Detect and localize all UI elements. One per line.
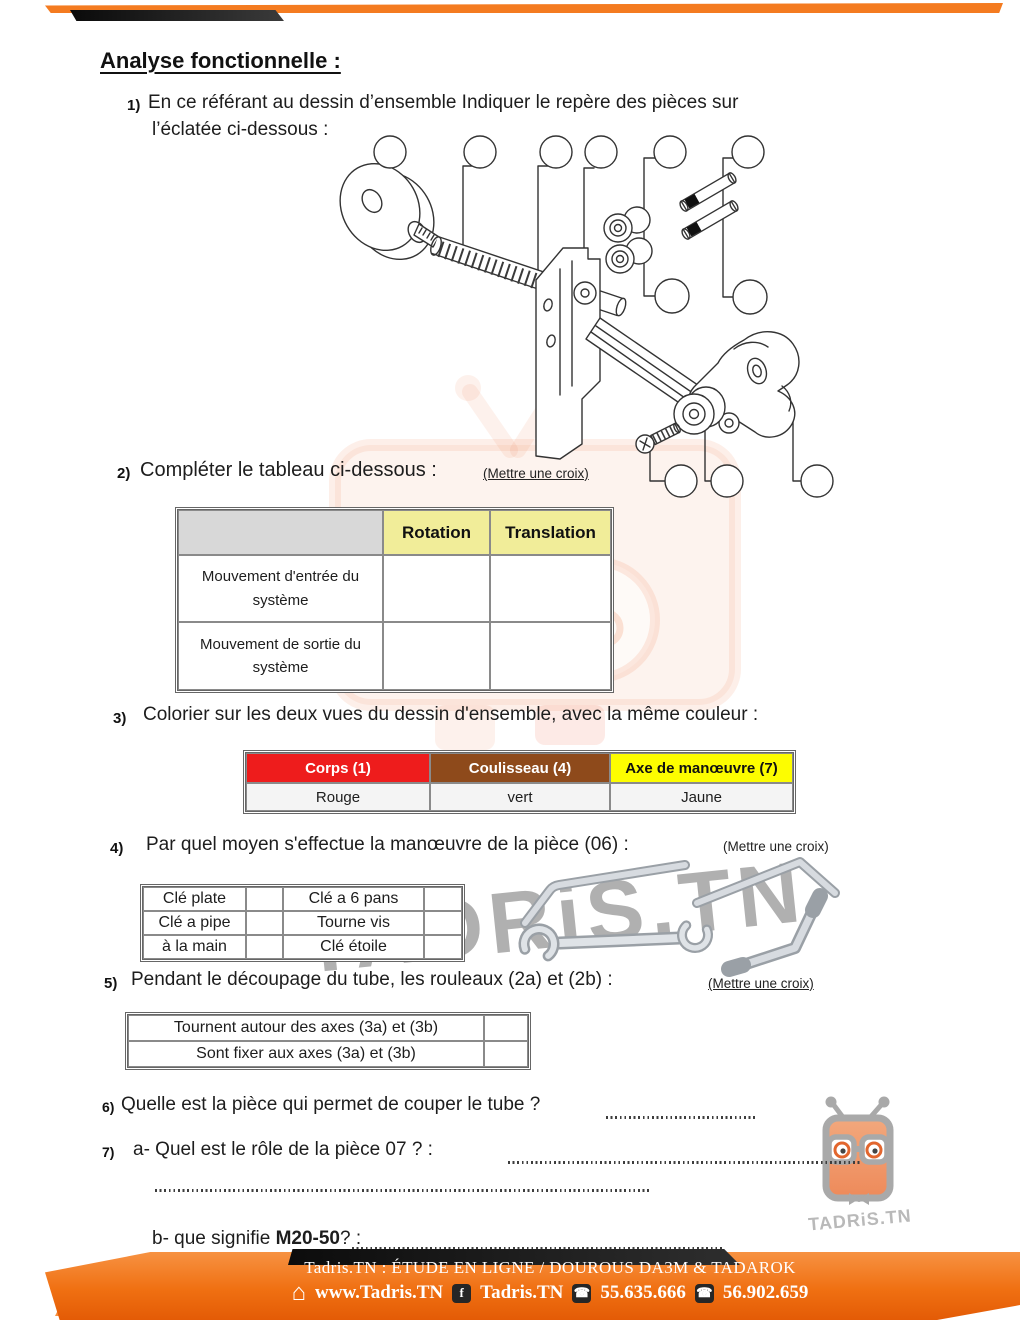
- q2-row-sortie: Mouvement de sortie du système: [178, 622, 383, 690]
- q7b-answer-line: [352, 1247, 722, 1250]
- answer-cell: [490, 622, 611, 690]
- q5-number: 5): [104, 975, 118, 992]
- q1-number: 1): [127, 97, 141, 114]
- page-title: Analyse fonctionnelle :: [100, 48, 341, 73]
- answer-cell: [424, 887, 462, 911]
- footer-black-bar: [288, 1249, 740, 1265]
- q4-cell-cle-plate: Clé plate: [143, 887, 246, 911]
- q6-number: 6): [102, 1099, 115, 1115]
- q4-hint: (Mettre une croix): [723, 839, 829, 854]
- q5-row-tournent: Tournent autour des axes (3a) et (3b): [128, 1015, 484, 1041]
- answer-cell: [383, 622, 490, 690]
- q5-hint: (Mettre une croix): [708, 976, 814, 991]
- q2-col-rotation: Rotation: [383, 510, 490, 555]
- tadris-robot-logo: [822, 1096, 894, 1205]
- footer-website: www.Tadris.TN: [315, 1282, 444, 1303]
- q5-text: Pendant le découpage du tube, les roulea…: [131, 969, 613, 990]
- q7a-answer-line2: [155, 1189, 652, 1192]
- q3-value-rouge: Rouge: [246, 783, 430, 811]
- q1-text-line1: En ce référant au dessin d’ensemble Indi…: [148, 92, 739, 113]
- q2-row-entree: Mouvement d'entrée du système: [178, 555, 383, 622]
- home-icon: ⌂: [291, 1279, 307, 1306]
- q4-tools-table: Clé plate Clé a 6 pans Clé a pipe Tourne…: [140, 884, 465, 962]
- q7a-text: a- Quel est le rôle de la pièce 07 ? :: [133, 1139, 433, 1160]
- q4-number: 4): [110, 840, 124, 857]
- q2-number: 2): [117, 465, 131, 482]
- q3-text: Colorier sur les deux vues du dessin d'e…: [143, 704, 759, 725]
- q2-corner-cell: [178, 510, 383, 555]
- q4-cell-cle-pipe: Clé a pipe: [143, 911, 246, 935]
- footer-tagline: Tadris.TN : ÉTUDE EN LIGNE / DOUROUS DA3…: [304, 1258, 796, 1277]
- answer-cell: [383, 555, 490, 622]
- footer-contacts: ⌂ www.Tadris.TN f Tadris.TN ☎ 55.635.666…: [150, 1279, 950, 1306]
- answer-cell: [246, 911, 283, 935]
- q4-cell-cle-6pans: Clé a 6 pans: [283, 887, 424, 911]
- q7b-text: b- que signifie M20-50? :: [152, 1228, 361, 1250]
- q6-answer-line: [606, 1116, 758, 1119]
- q2-text: Compléter le tableau ci-dessous :: [140, 459, 437, 481]
- q2-table: Rotation Translation Mouvement d'entrée …: [175, 507, 614, 693]
- q4-cell-tourne-vis: Tourne vis: [283, 911, 424, 935]
- answer-cell: [246, 887, 283, 911]
- answer-cell: [490, 555, 611, 622]
- q3-header-coulisseau: Coulisseau (4): [430, 753, 610, 783]
- q7a-answer-line: [508, 1161, 862, 1164]
- q6-text: Quelle est la pièce qui permet de couper…: [121, 1094, 541, 1115]
- facebook-icon: f: [452, 1283, 472, 1303]
- q7b-prefix: b- que signifie: [152, 1228, 276, 1249]
- q5-row-fixer: Sont fixer aux axes (3a) et (3b): [128, 1041, 484, 1067]
- phone-icon: ☎: [694, 1283, 714, 1303]
- q3-number: 3): [113, 710, 127, 727]
- q7b-suffix: ? :: [340, 1228, 362, 1249]
- header-black-bar: [70, 10, 284, 21]
- footer-facebook: Tadris.TN: [480, 1282, 564, 1303]
- balloon-circles: [373, 135, 834, 498]
- q4-text: Par quel moyen s'effectue la manœuvre de…: [146, 834, 629, 855]
- header-orange-bar: [45, 3, 1003, 13]
- wrench-tools-image: [518, 857, 840, 977]
- phone-icon: ☎: [572, 1283, 592, 1303]
- exploded-drawing: [339, 135, 834, 498]
- q3-header-axe: Axe de manœuvre (7): [610, 753, 793, 783]
- q3-header-corps: Corps (1): [246, 753, 430, 783]
- q3-value-jaune: Jaune: [610, 783, 793, 811]
- q1-text-line2: l’éclatée ci-dessous :: [152, 119, 329, 140]
- q7-number: 7): [102, 1144, 115, 1160]
- answer-cell: [424, 935, 462, 959]
- footer-phone1: 55.635.666: [600, 1282, 686, 1303]
- q2-col-translation: Translation: [490, 510, 611, 555]
- answer-cell: [484, 1015, 528, 1041]
- q4-cell-a-la-main: à la main: [143, 935, 246, 959]
- q3-color-table: Corps (1) Coulisseau (4) Axe de manœuvre…: [243, 750, 796, 814]
- q3-value-vert: vert: [430, 783, 610, 811]
- q4-cell-cle-etoile: Clé étoile: [283, 935, 424, 959]
- footer-phone2: 56.902.659: [722, 1282, 809, 1303]
- answer-cell: [484, 1041, 528, 1067]
- answer-cell: [424, 911, 462, 935]
- answer-cell: [246, 935, 283, 959]
- q7b-bold: M20-50: [275, 1228, 340, 1249]
- q2-hint: (Mettre une croix): [483, 466, 589, 481]
- q5-table: Tournent autour des axes (3a) et (3b) So…: [125, 1012, 531, 1070]
